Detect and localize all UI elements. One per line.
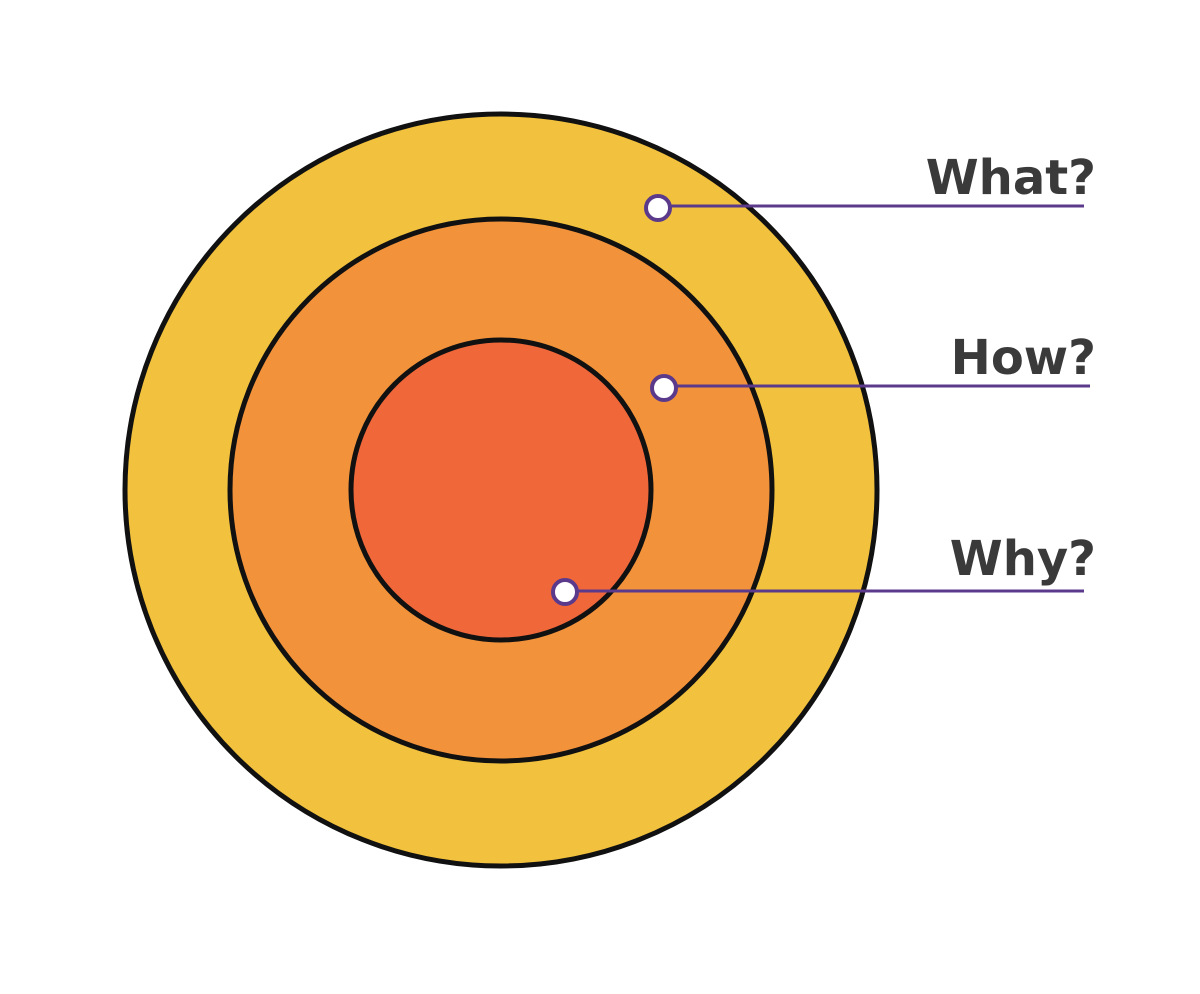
- inner-circle-why: [348, 337, 654, 643]
- how-marker: [650, 374, 678, 402]
- why-marker: [551, 578, 579, 606]
- how-label: How?: [951, 330, 1096, 386]
- why-label: Why?: [950, 531, 1096, 587]
- what-label: What?: [926, 150, 1096, 206]
- what-marker: [644, 194, 672, 222]
